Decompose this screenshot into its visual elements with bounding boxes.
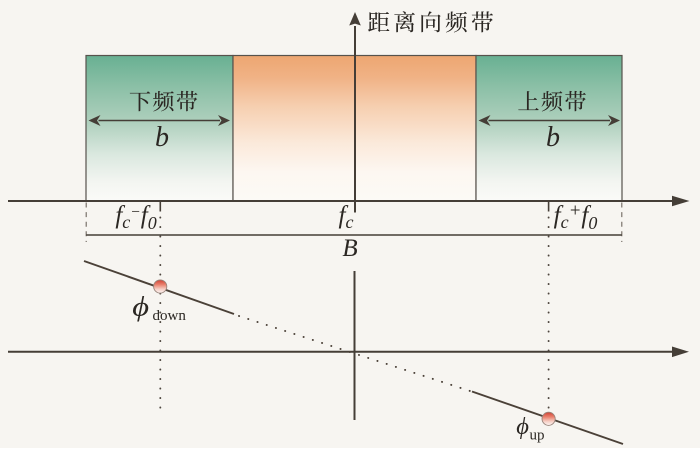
svg-text:up: up xyxy=(530,428,545,444)
svg-text:fc−f0: fc−f0 xyxy=(115,202,156,233)
svg-text:B: B xyxy=(342,235,357,262)
svg-text:b: b xyxy=(546,122,560,153)
svg-text:down: down xyxy=(153,308,187,324)
svg-text:b: b xyxy=(155,122,169,153)
svg-text:ϕ: ϕ xyxy=(132,292,149,322)
svg-text:ϕ: ϕ xyxy=(516,413,529,440)
